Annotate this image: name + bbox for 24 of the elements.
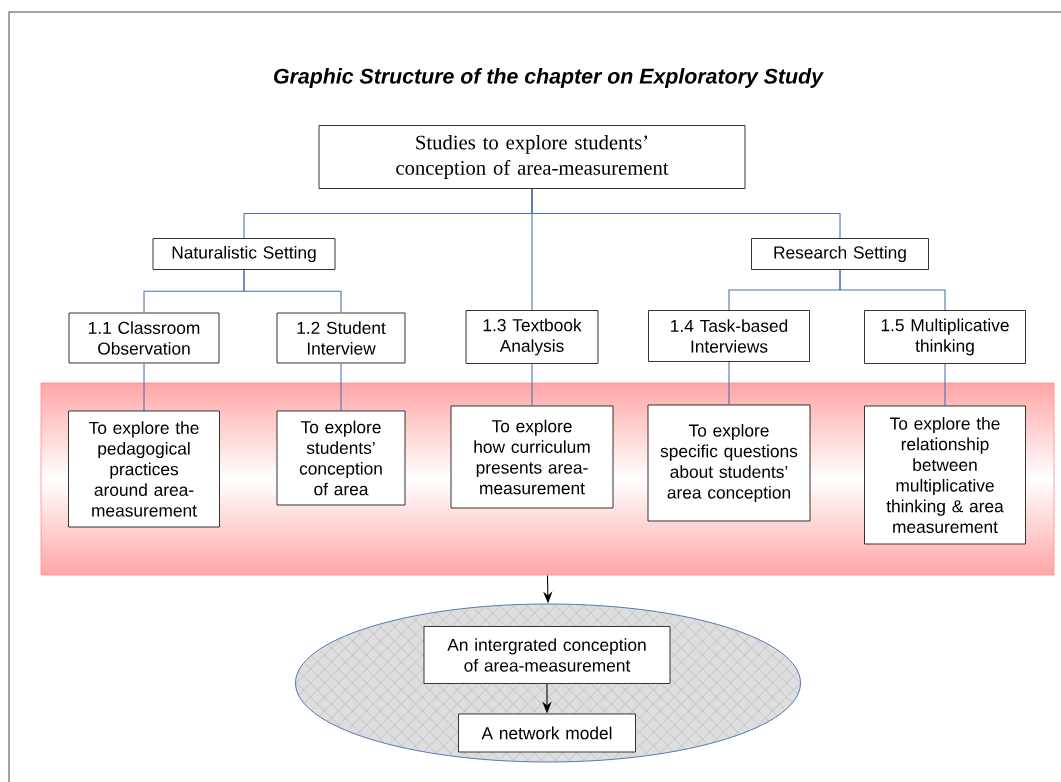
connector-line	[531, 363, 533, 407]
connector-line	[143, 362, 145, 412]
connector-line	[728, 361, 730, 406]
text-box: Research Setting	[751, 238, 929, 270]
connector-line	[531, 188, 841, 239]
text-box: To explore how curriculum presents area-measurement	[450, 405, 614, 509]
text-box: To explore the pedagogical practices around area-measurement	[68, 410, 220, 528]
title: Graphic Structure of the chapter on Exploratory Study	[274, 68, 824, 88]
connector-line	[944, 363, 946, 407]
text-box: 1.5 Multiplicative thinking	[864, 310, 1026, 364]
text-box: 1.2 Student Interview	[276, 312, 406, 364]
text-box: Naturalistic Setting	[152, 238, 336, 270]
text-box: 1.1 Classroom Observation	[68, 312, 220, 364]
text-box: An intergrated conception of area-measurement	[423, 626, 671, 684]
text-box: To explore the relationship between multiplicative thinking & area measurement	[864, 405, 1026, 545]
text-box: 1.3 Textbook Analysis	[465, 310, 599, 364]
connector-line	[839, 269, 946, 311]
connector-line	[340, 362, 342, 412]
text-box: A network model	[458, 713, 636, 753]
text-box: Studies to explore students’ conception of area-measurement	[318, 125, 746, 189]
connector-line	[243, 269, 342, 314]
text-box: 1.4 Task-based Interviews	[648, 310, 810, 362]
text-box: To explore students’ conception of area	[276, 410, 406, 506]
text-box: To explore specific questions about students’ area conception	[647, 404, 811, 522]
